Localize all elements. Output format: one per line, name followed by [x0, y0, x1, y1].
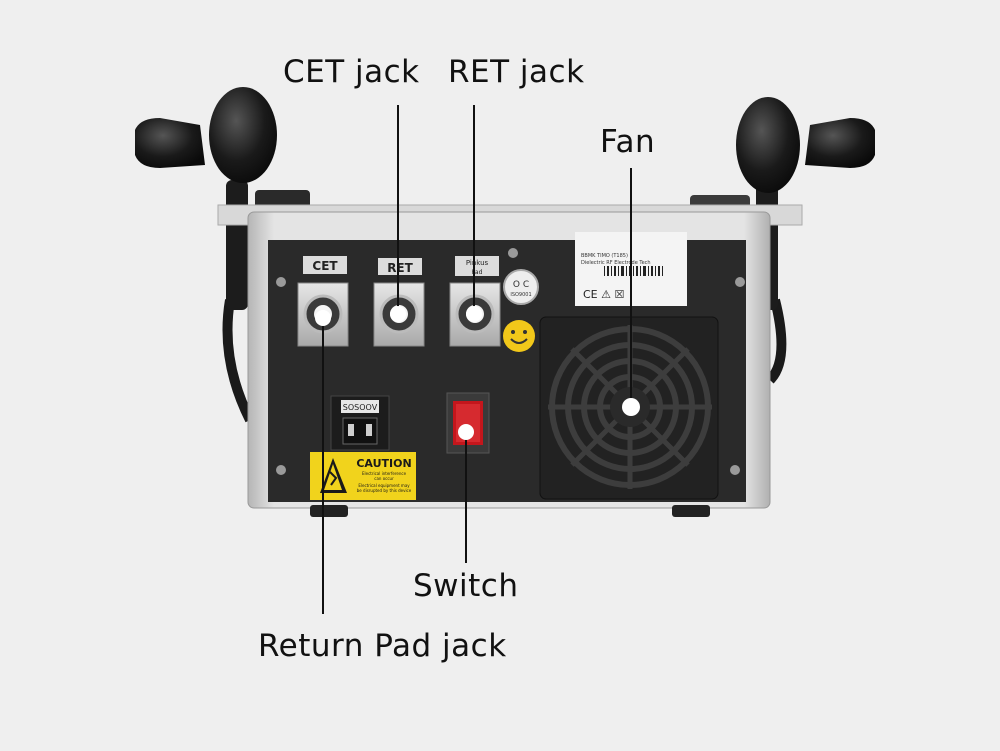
power-switch[interactable] [446, 392, 490, 454]
barcode-icon [604, 266, 663, 276]
cet-callout-dot [390, 306, 406, 322]
caution-line-2: can occur [374, 476, 394, 481]
caution-line-4: be disrupted by this device [357, 488, 412, 493]
fan-callout: Fan [600, 124, 656, 160]
fan-callout-dot [622, 398, 640, 416]
callout-leaders [315, 105, 640, 614]
caution-line-3: Electrical equipment may [358, 483, 410, 488]
ret-label-plate [378, 258, 422, 275]
switch-callout-dot [458, 424, 474, 440]
caution-title: CAUTION [356, 457, 411, 470]
spec-line-1: BBMK TIMO (T185) [581, 253, 628, 259]
pad-label-plate [455, 256, 499, 276]
esd-warning-icon [320, 458, 347, 493]
oc-certification-badge: O C ISO9001 [503, 269, 539, 305]
oc-badge-bottom: ISO9001 [510, 292, 531, 298]
return-pad-callout-dot [315, 310, 331, 326]
switch-callout: Switch [413, 568, 519, 604]
foot-right [672, 505, 710, 517]
caution-sticker: CAUTION Electrical interference can occu… [310, 452, 416, 500]
caution-line-1: Electrical interference [362, 471, 407, 476]
ret-label: RET [387, 261, 413, 275]
oc-badge-top: O C [513, 280, 529, 290]
panel-screws [276, 248, 745, 475]
ret-jack-callout: RET jack [448, 54, 585, 90]
return-pad-jack-callout: Return Pad jack [258, 628, 507, 664]
pad-label-top: Pinkus [466, 259, 489, 267]
voltage-label: SOSOOV [343, 403, 378, 412]
spec-line-2: Dielectric RF Electrode Tech [581, 260, 651, 266]
pad-label-bottom: Pad [472, 269, 483, 276]
cet-label: CET [312, 259, 338, 273]
spec-marks: CE ⚠ ☒ [583, 288, 624, 301]
left-handpiece [135, 87, 310, 423]
foot-left [310, 505, 348, 517]
cet-label-plate [303, 256, 347, 274]
ret-callout-dot [466, 306, 482, 322]
cet-jack-callout: CET jack [283, 54, 420, 90]
power-inlet[interactable]: SOSOOV [330, 395, 390, 451]
smiley-sticker-icon [503, 320, 535, 352]
